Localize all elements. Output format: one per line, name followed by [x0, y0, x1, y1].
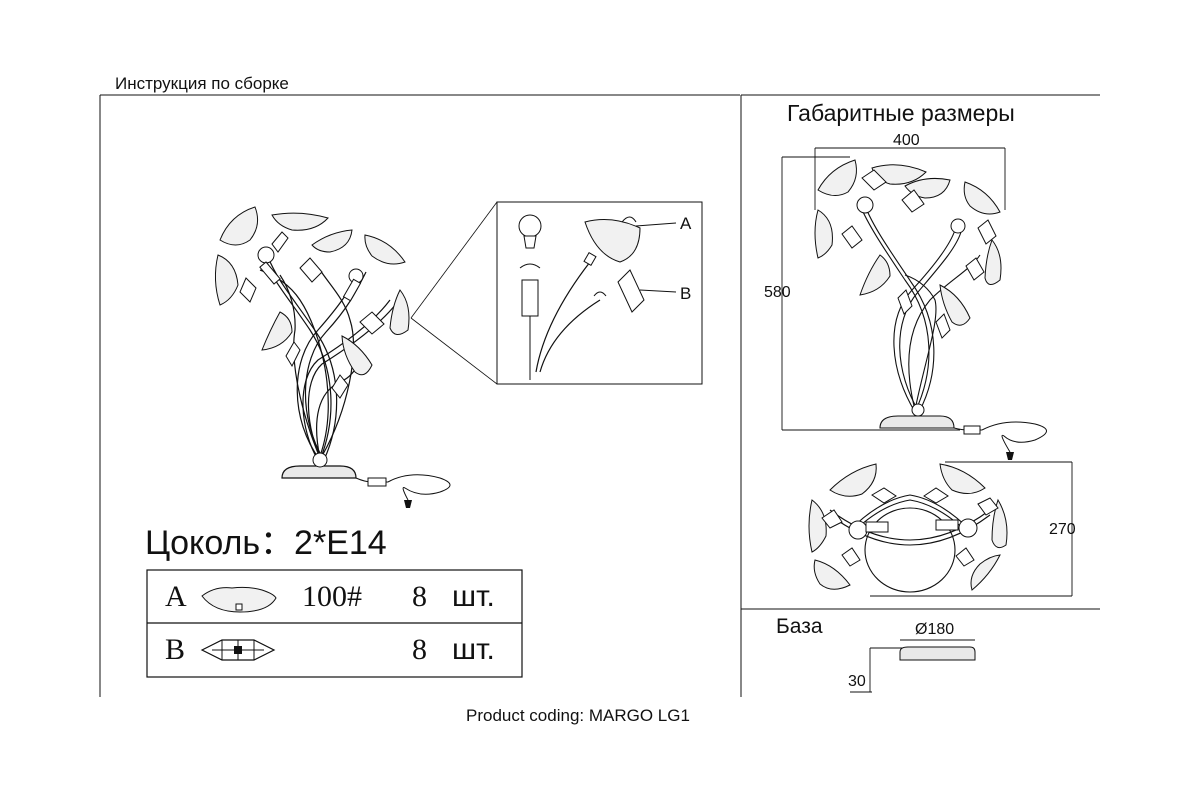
socket-info: Цоколь：2*E14	[145, 526, 387, 560]
assembly-title: Инструкция по сборке	[115, 74, 289, 93]
base-diameter-label: Ø180	[915, 621, 955, 638]
part-b-qty: 8	[412, 633, 427, 666]
socket-label: Цоколь：	[145, 524, 295, 562]
callout-label-a: A	[680, 214, 692, 233]
callout-label-b: B	[680, 284, 692, 303]
width-dimension-label: 400	[893, 132, 920, 149]
part-a-code: 100#	[302, 580, 362, 613]
depth-dimension-label: 270	[1049, 521, 1076, 538]
socket-value: 2*E14	[294, 524, 387, 562]
part-a-letter: A	[165, 580, 187, 613]
base-height-label: 30	[848, 673, 866, 690]
height-dimension-label: 580	[764, 284, 791, 301]
part-a-qty: 8	[412, 580, 427, 613]
part-b-unit: шт.	[452, 633, 495, 666]
part-a-unit: шт.	[452, 580, 495, 613]
dimensions-title: Габаритные размеры	[787, 100, 1015, 126]
part-b-letter: B	[165, 633, 186, 666]
base-label: База	[776, 615, 823, 638]
product-coding: Product coding: MARGO LG1	[466, 706, 690, 725]
